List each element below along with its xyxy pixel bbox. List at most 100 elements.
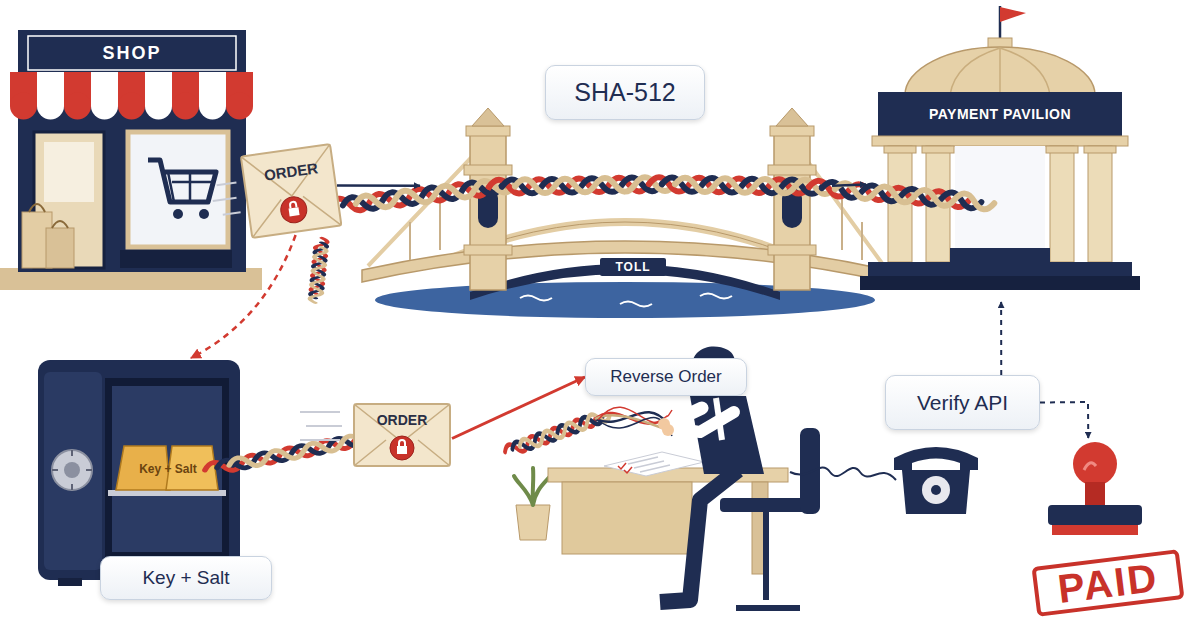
braided-rope	[808, 180, 995, 210]
braided-rope	[598, 418, 672, 436]
bridge-illustration	[770, 126, 814, 136]
envelope-illustration	[279, 195, 308, 224]
shop-illustration	[168, 172, 212, 202]
paid-stamp: PAID	[1010, 438, 1192, 616]
pavilion-illustration	[872, 136, 1128, 146]
clerk-illustration	[662, 424, 674, 436]
hash-label: SHA-512	[545, 65, 705, 120]
shop-illustration	[44, 142, 94, 202]
shop-illustration	[173, 209, 183, 219]
safe-illustration	[52, 450, 92, 490]
order-envelope: ORDER	[245, 145, 337, 235]
telephone-illustration	[790, 467, 896, 480]
bridge-illustration	[466, 126, 510, 136]
stamp-illustration	[1084, 463, 1096, 470]
stamp-illustration	[1048, 505, 1142, 525]
shop-illustration	[0, 30, 262, 290]
bridge-illustration	[774, 135, 810, 290]
safe-illustration	[58, 578, 82, 586]
safe-illustration	[52, 450, 92, 490]
clerk-illustration	[618, 463, 632, 473]
shop-illustration	[145, 93, 172, 120]
envelope-illustration	[211, 183, 241, 216]
pavilion-illustration	[1088, 146, 1112, 262]
telephone-illustration	[894, 447, 978, 470]
clerk-illustration	[514, 347, 820, 608]
safe-illustration	[64, 462, 80, 478]
clerk-illustration	[516, 505, 550, 540]
shop-illustration	[10, 93, 37, 120]
payment-pavilion: PAYMENT PAVILION	[866, 8, 1132, 302]
pavilion-illustration	[868, 262, 1132, 276]
telephone-illustration	[922, 476, 950, 504]
shop-illustration	[52, 221, 68, 228]
pavilion-illustration	[884, 146, 916, 153]
vault-safe: Key + Salt	[35, 358, 243, 583]
envelope-illustration	[290, 201, 297, 208]
pavilion-illustration	[1000, 7, 1026, 22]
bridge-illustration	[464, 165, 512, 175]
pavilion-illustration	[860, 276, 1140, 290]
pavilion-illustration	[860, 6, 1140, 290]
shop-illustration	[199, 209, 209, 219]
envelope-illustration	[390, 436, 414, 460]
flow-arrow	[1000, 302, 1002, 375]
shop-illustration	[18, 30, 246, 272]
bridge-illustration	[464, 245, 512, 255]
shop-illustration	[120, 250, 232, 268]
telephone-illustration	[931, 485, 941, 495]
clerk-illustration	[800, 428, 820, 514]
clerk-illustration	[660, 470, 738, 602]
envelope-illustration	[241, 144, 342, 238]
safe-illustration	[105, 378, 229, 560]
flow-arrow	[832, 184, 866, 185]
flow-arrow	[337, 184, 420, 187]
shop-illustration	[148, 160, 216, 202]
shop-illustration	[226, 93, 253, 120]
envelope-illustration	[289, 207, 300, 216]
braided-rope	[329, 177, 515, 214]
pavilion-illustration	[1046, 146, 1078, 153]
bridge-illustration	[768, 245, 816, 255]
pavilion-illustration	[878, 92, 1122, 136]
bridge-illustration	[470, 135, 506, 290]
shop-illustration	[128, 132, 228, 247]
shop-illustration	[28, 36, 236, 70]
pavilion-illustration	[1084, 146, 1116, 153]
bridge-illustration	[768, 165, 816, 175]
envelope-illustration	[397, 446, 407, 454]
envelope-illustration	[207, 144, 341, 242]
pavilion-illustration	[950, 48, 1050, 95]
shop-illustration	[91, 93, 118, 120]
shop-illustration	[29, 204, 45, 212]
clerk-illustration	[668, 408, 702, 424]
safe-illustration	[38, 360, 240, 580]
node-label: Key + Salt	[101, 557, 271, 599]
pavilion-illustration	[922, 146, 954, 153]
envelope-illustration	[399, 440, 405, 446]
bridge-illustration	[520, 294, 732, 307]
safe-illustration	[38, 360, 240, 586]
key-salt-label: Key + Salt	[100, 556, 272, 600]
stamp-illustration	[1085, 482, 1105, 506]
bridge-illustration	[362, 108, 888, 318]
pavilion-illustration	[950, 248, 1050, 262]
node-label: PAYMENT PAVILION	[878, 92, 1122, 136]
clerk-illustration	[604, 452, 704, 476]
node-label: Reverse Order	[586, 359, 746, 395]
node-label: ORDER	[244, 157, 337, 187]
telephone-illustration	[790, 447, 978, 514]
shop-illustration	[64, 93, 91, 120]
node-label: ORDER	[352, 412, 452, 428]
shop-illustration	[172, 93, 199, 120]
node-label: SHA-512	[546, 66, 704, 119]
clerk-illustration	[628, 457, 670, 472]
clerk-illustration	[514, 468, 552, 505]
flow-arrow	[1040, 402, 1088, 438]
shop-illustration	[118, 93, 145, 120]
envelope-illustration	[300, 412, 342, 440]
shop-illustration	[199, 93, 226, 120]
safe-illustration	[108, 490, 226, 496]
